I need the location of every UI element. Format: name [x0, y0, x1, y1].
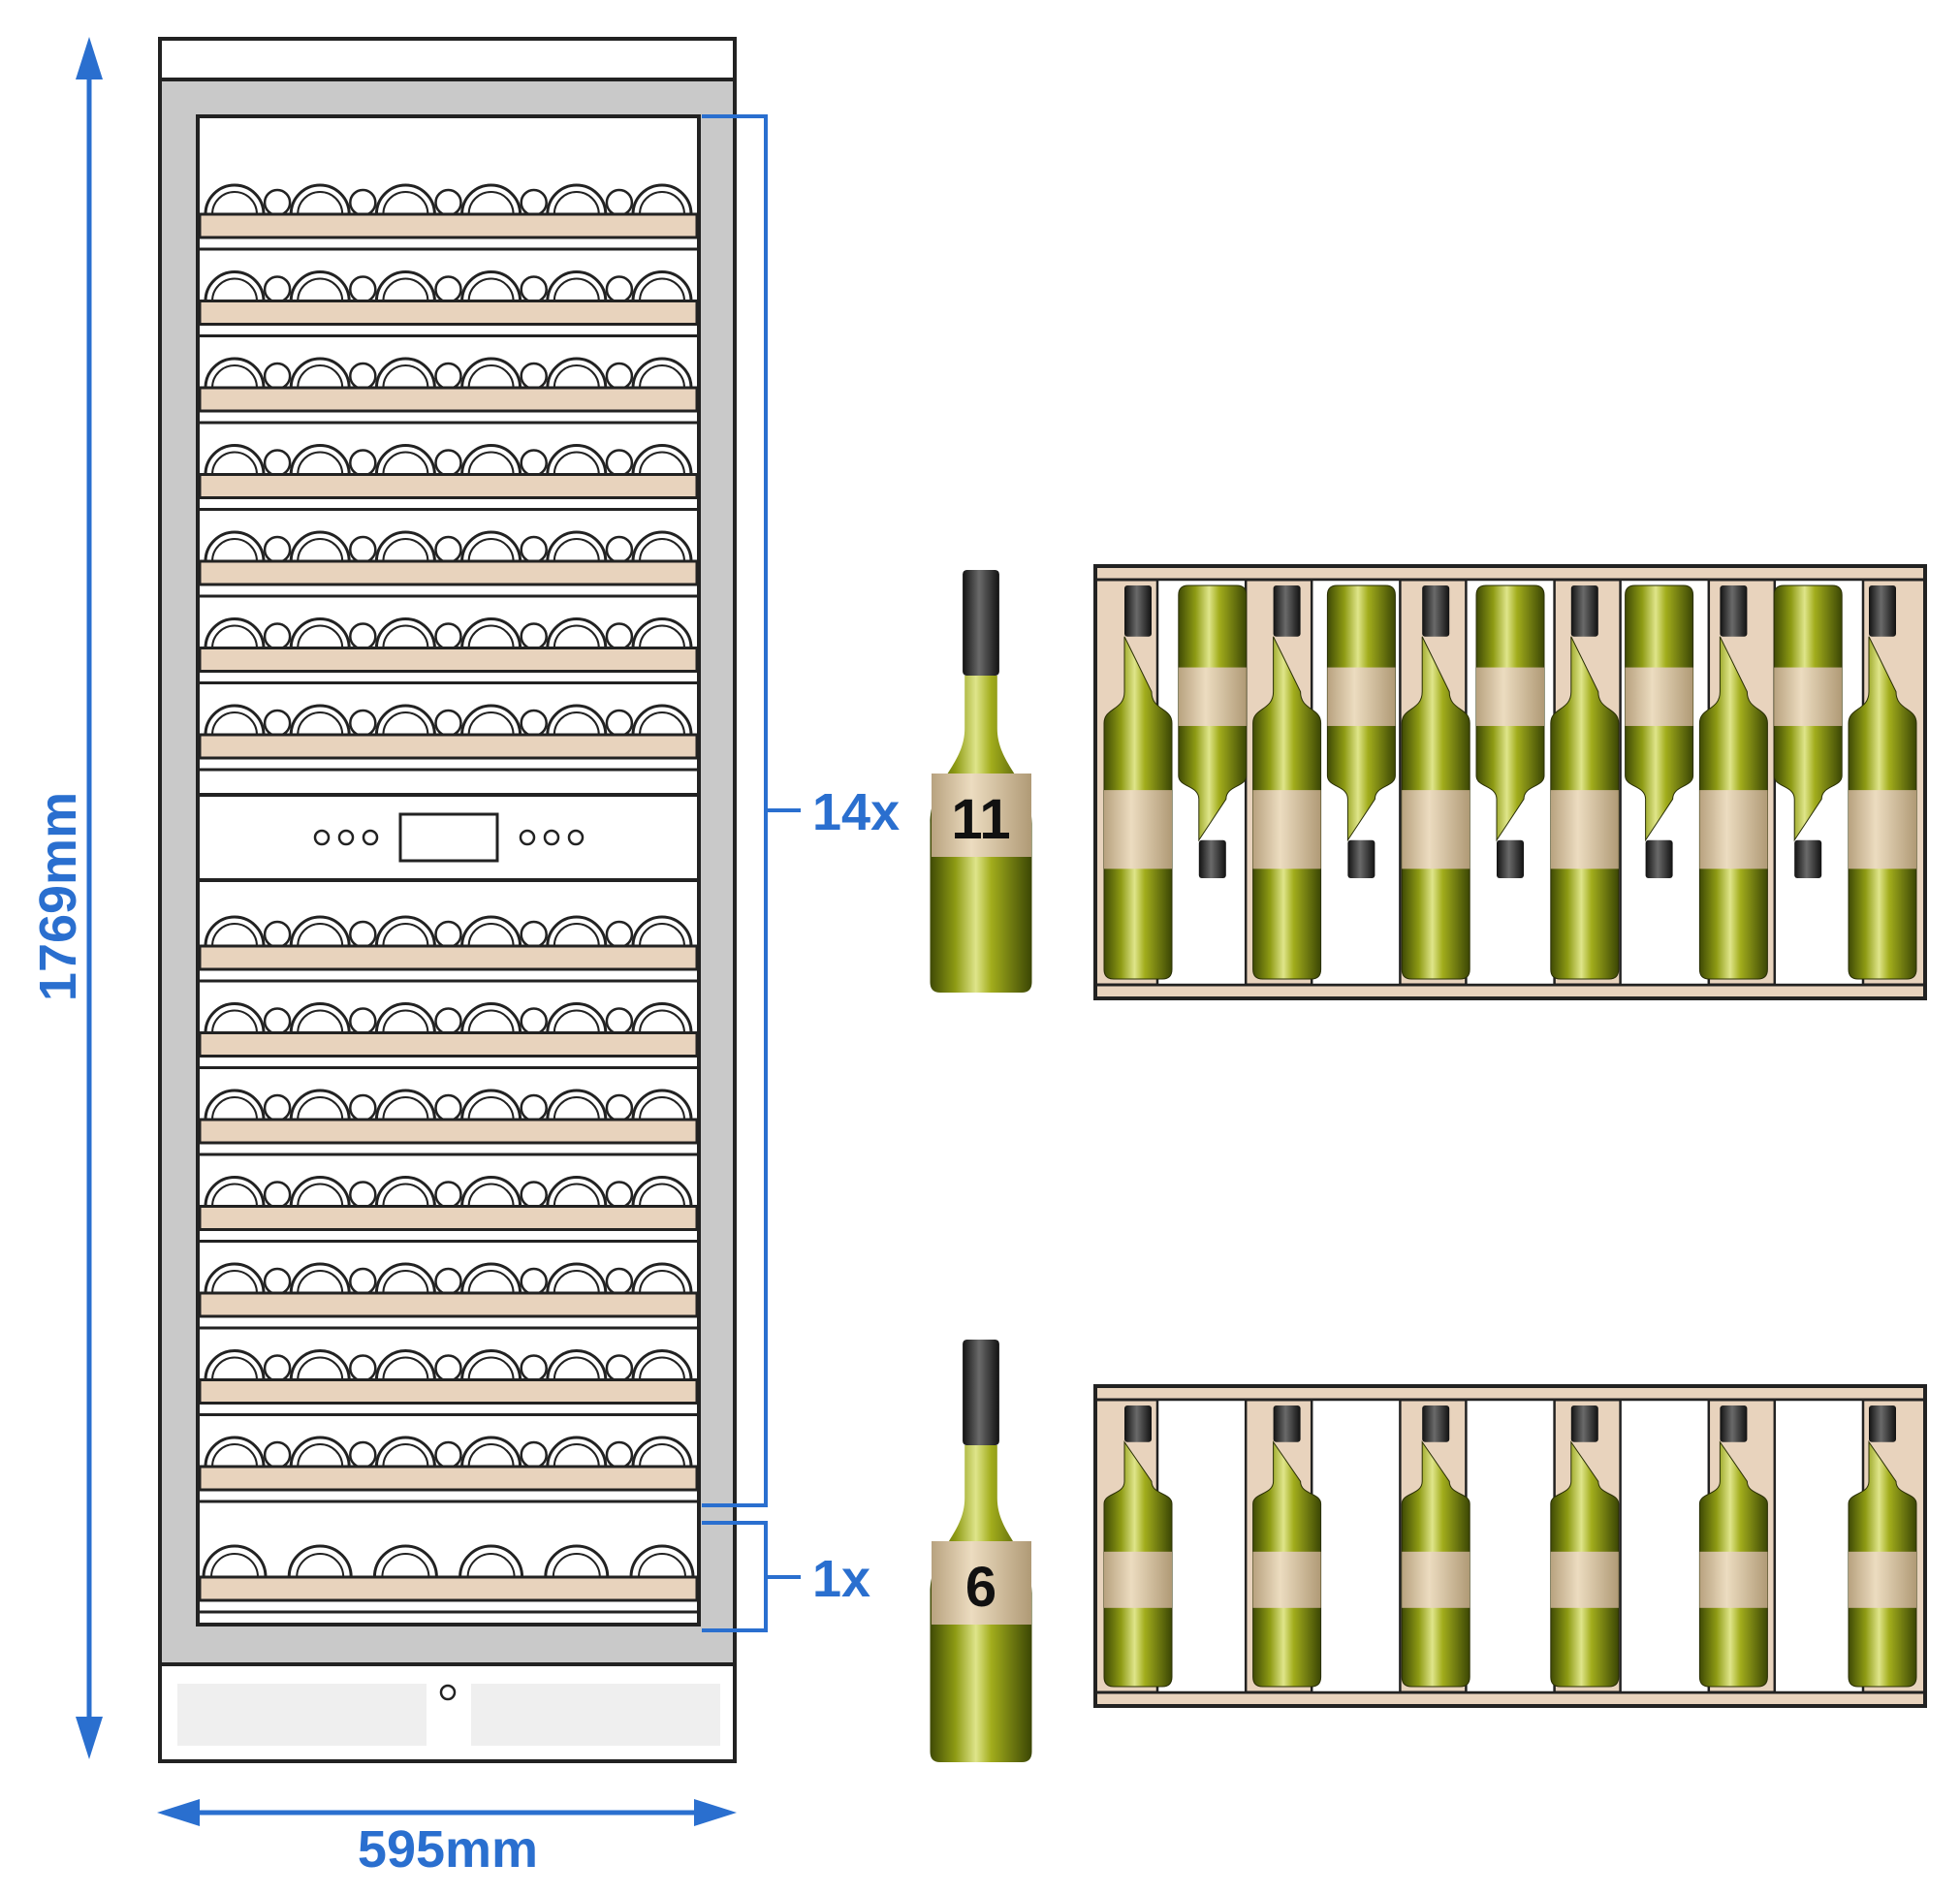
control-button-5[interactable] — [543, 829, 560, 846]
control-button-1[interactable] — [313, 829, 331, 846]
cooler-shelf — [198, 1176, 699, 1243]
shelf-bottle — [1550, 1405, 1620, 1688]
shelf-bottle — [1698, 585, 1768, 980]
standard-bottle-capacity: 11 — [951, 788, 1010, 851]
shelf-bottle — [1401, 1405, 1470, 1688]
cooler-shelf — [198, 357, 699, 425]
shelf-bottle — [1252, 585, 1322, 980]
cooler-base — [158, 1662, 737, 1763]
shelf-bottle — [1103, 585, 1173, 980]
shelf-bottle — [1625, 584, 1694, 878]
cooler-top-strip — [158, 37, 737, 81]
cooler-shelf — [198, 1262, 699, 1330]
cooler-shelf — [198, 617, 699, 684]
bottle-icon-standard — [930, 570, 1032, 993]
shelf-bottle — [1178, 584, 1248, 878]
display-screen — [398, 812, 499, 863]
control-button-2[interactable] — [337, 829, 355, 846]
cooler-shelf — [198, 1544, 699, 1614]
bottom-shelf-bracket — [702, 1521, 801, 1632]
cooler-shelf — [198, 530, 699, 598]
cooler-shelf — [198, 270, 699, 337]
standard-shelf-count: 14x — [812, 783, 900, 841]
shelf-bottle — [1475, 584, 1545, 878]
standard-shelf-topview — [1093, 564, 1927, 1000]
width-label: 595mm — [358, 1820, 538, 1879]
cooler-shelf — [198, 915, 699, 983]
control-button-4[interactable] — [519, 829, 536, 846]
shelf-bottle — [1698, 1405, 1768, 1688]
height-label: 1769mm — [29, 792, 87, 1001]
standard-shelves-bracket — [702, 114, 801, 1507]
shelf-bottle — [1848, 1405, 1917, 1688]
cooler-shelf — [198, 1349, 699, 1416]
cooler-shelf — [198, 1002, 699, 1069]
cooler-shelf — [198, 1436, 699, 1503]
cooler-shelf — [198, 1089, 699, 1156]
cooler-shelf — [198, 183, 699, 251]
control-button-3[interactable] — [362, 829, 379, 846]
width-dimension — [157, 1799, 737, 1826]
shelf-bottle — [1326, 584, 1396, 878]
shelf-bottle — [1848, 585, 1917, 980]
wine-cooler — [158, 37, 737, 1763]
bottom-shelf-topview — [1093, 1384, 1927, 1708]
shelf-bottle — [1401, 585, 1470, 980]
base-vent-right — [471, 1684, 720, 1746]
control-panel — [196, 793, 701, 882]
shelf-bottle — [1773, 584, 1843, 878]
cooler-shelf — [198, 704, 699, 772]
bottom-bottle-capacity: 6 — [965, 1556, 996, 1619]
height-dimension — [76, 37, 103, 1759]
control-button-6[interactable] — [567, 829, 585, 846]
bottom-shelf-count: 1x — [812, 1550, 870, 1608]
base-vent-left — [177, 1684, 427, 1746]
shelf-bottle — [1252, 1405, 1322, 1688]
lock-icon — [439, 1684, 457, 1701]
shelf-bottle — [1103, 1405, 1173, 1688]
cooler-shelf — [198, 444, 699, 511]
bottle-icon-bottom — [930, 1340, 1032, 1762]
shelf-bottle — [1550, 585, 1620, 980]
